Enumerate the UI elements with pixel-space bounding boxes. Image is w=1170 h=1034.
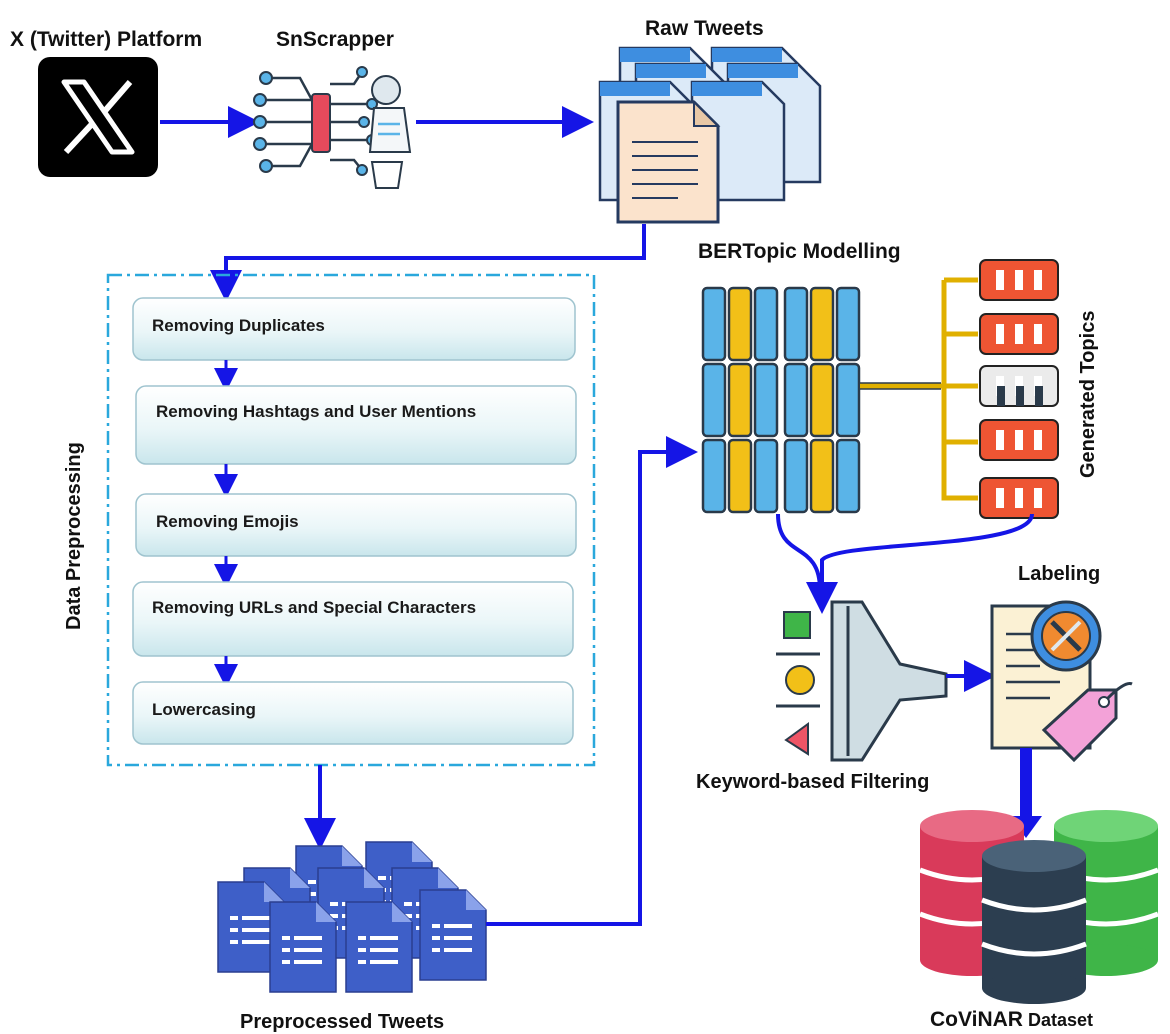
topic-connectors	[860, 277, 978, 501]
step-box-urls	[132, 581, 574, 657]
step-emojis-label: Removing Emojis	[156, 512, 299, 531]
data-preprocessing-label: Data Preprocessing	[63, 442, 85, 630]
preprocessing-container	[106, 273, 596, 767]
bertopic-label: BERTopic Modelling	[698, 240, 901, 263]
arrow-topics-to-filter	[806, 513, 1034, 614]
step-box-duplicates	[132, 297, 576, 361]
keyword-filtering-label: Keyword-based Filtering	[696, 771, 929, 793]
dataset-icon	[919, 810, 1159, 1004]
dataset-label: CoViNAR Dataset	[930, 1008, 1093, 1031]
funnel-icon	[776, 600, 948, 762]
preprocessing-steps: Removing Duplicates Removing Hashtags an…	[132, 297, 577, 745]
arrow-tweets-to-bertopic	[486, 436, 698, 926]
step-duplicates-label: Removing Duplicates	[152, 316, 325, 335]
bertopic-servers-icon	[701, 286, 861, 514]
raw-tweets-label: Raw Tweets	[645, 17, 764, 40]
generated-topics-label: Generated Topics	[1077, 311, 1099, 478]
arrow-raw-to-preprocessing	[210, 224, 646, 302]
step-hashtags-label: Removing Hashtags and User Mentions	[156, 402, 476, 421]
labeling-icon	[990, 600, 1133, 763]
snscrapper-label: SnScrapper	[276, 28, 394, 51]
step-box-emojis	[135, 493, 577, 557]
step-lowercasing-label: Lowercasing	[152, 700, 256, 719]
step-urls-label: Removing URLs and Special Characters	[152, 598, 476, 617]
scraper-icon	[253, 66, 412, 189]
topic-connector-outline	[860, 382, 941, 390]
preprocessed-tweets-label: Preprocessed Tweets	[240, 1011, 444, 1033]
raw-tweets-icon	[598, 46, 822, 224]
x-logo-icon	[38, 57, 158, 177]
preprocessed-tweets-icon	[217, 841, 487, 993]
step-box-hashtags	[135, 385, 577, 465]
x-platform-label: X (Twitter) Platform	[10, 28, 202, 51]
labeling-label: Labeling	[1018, 563, 1100, 585]
step-box-lowercasing	[132, 681, 574, 745]
arrow-bertopic-to-filter	[776, 513, 822, 591]
dataset-label-rest: Dataset	[1023, 1010, 1093, 1030]
dataset-label-bold: CoViNAR	[930, 1008, 1023, 1031]
